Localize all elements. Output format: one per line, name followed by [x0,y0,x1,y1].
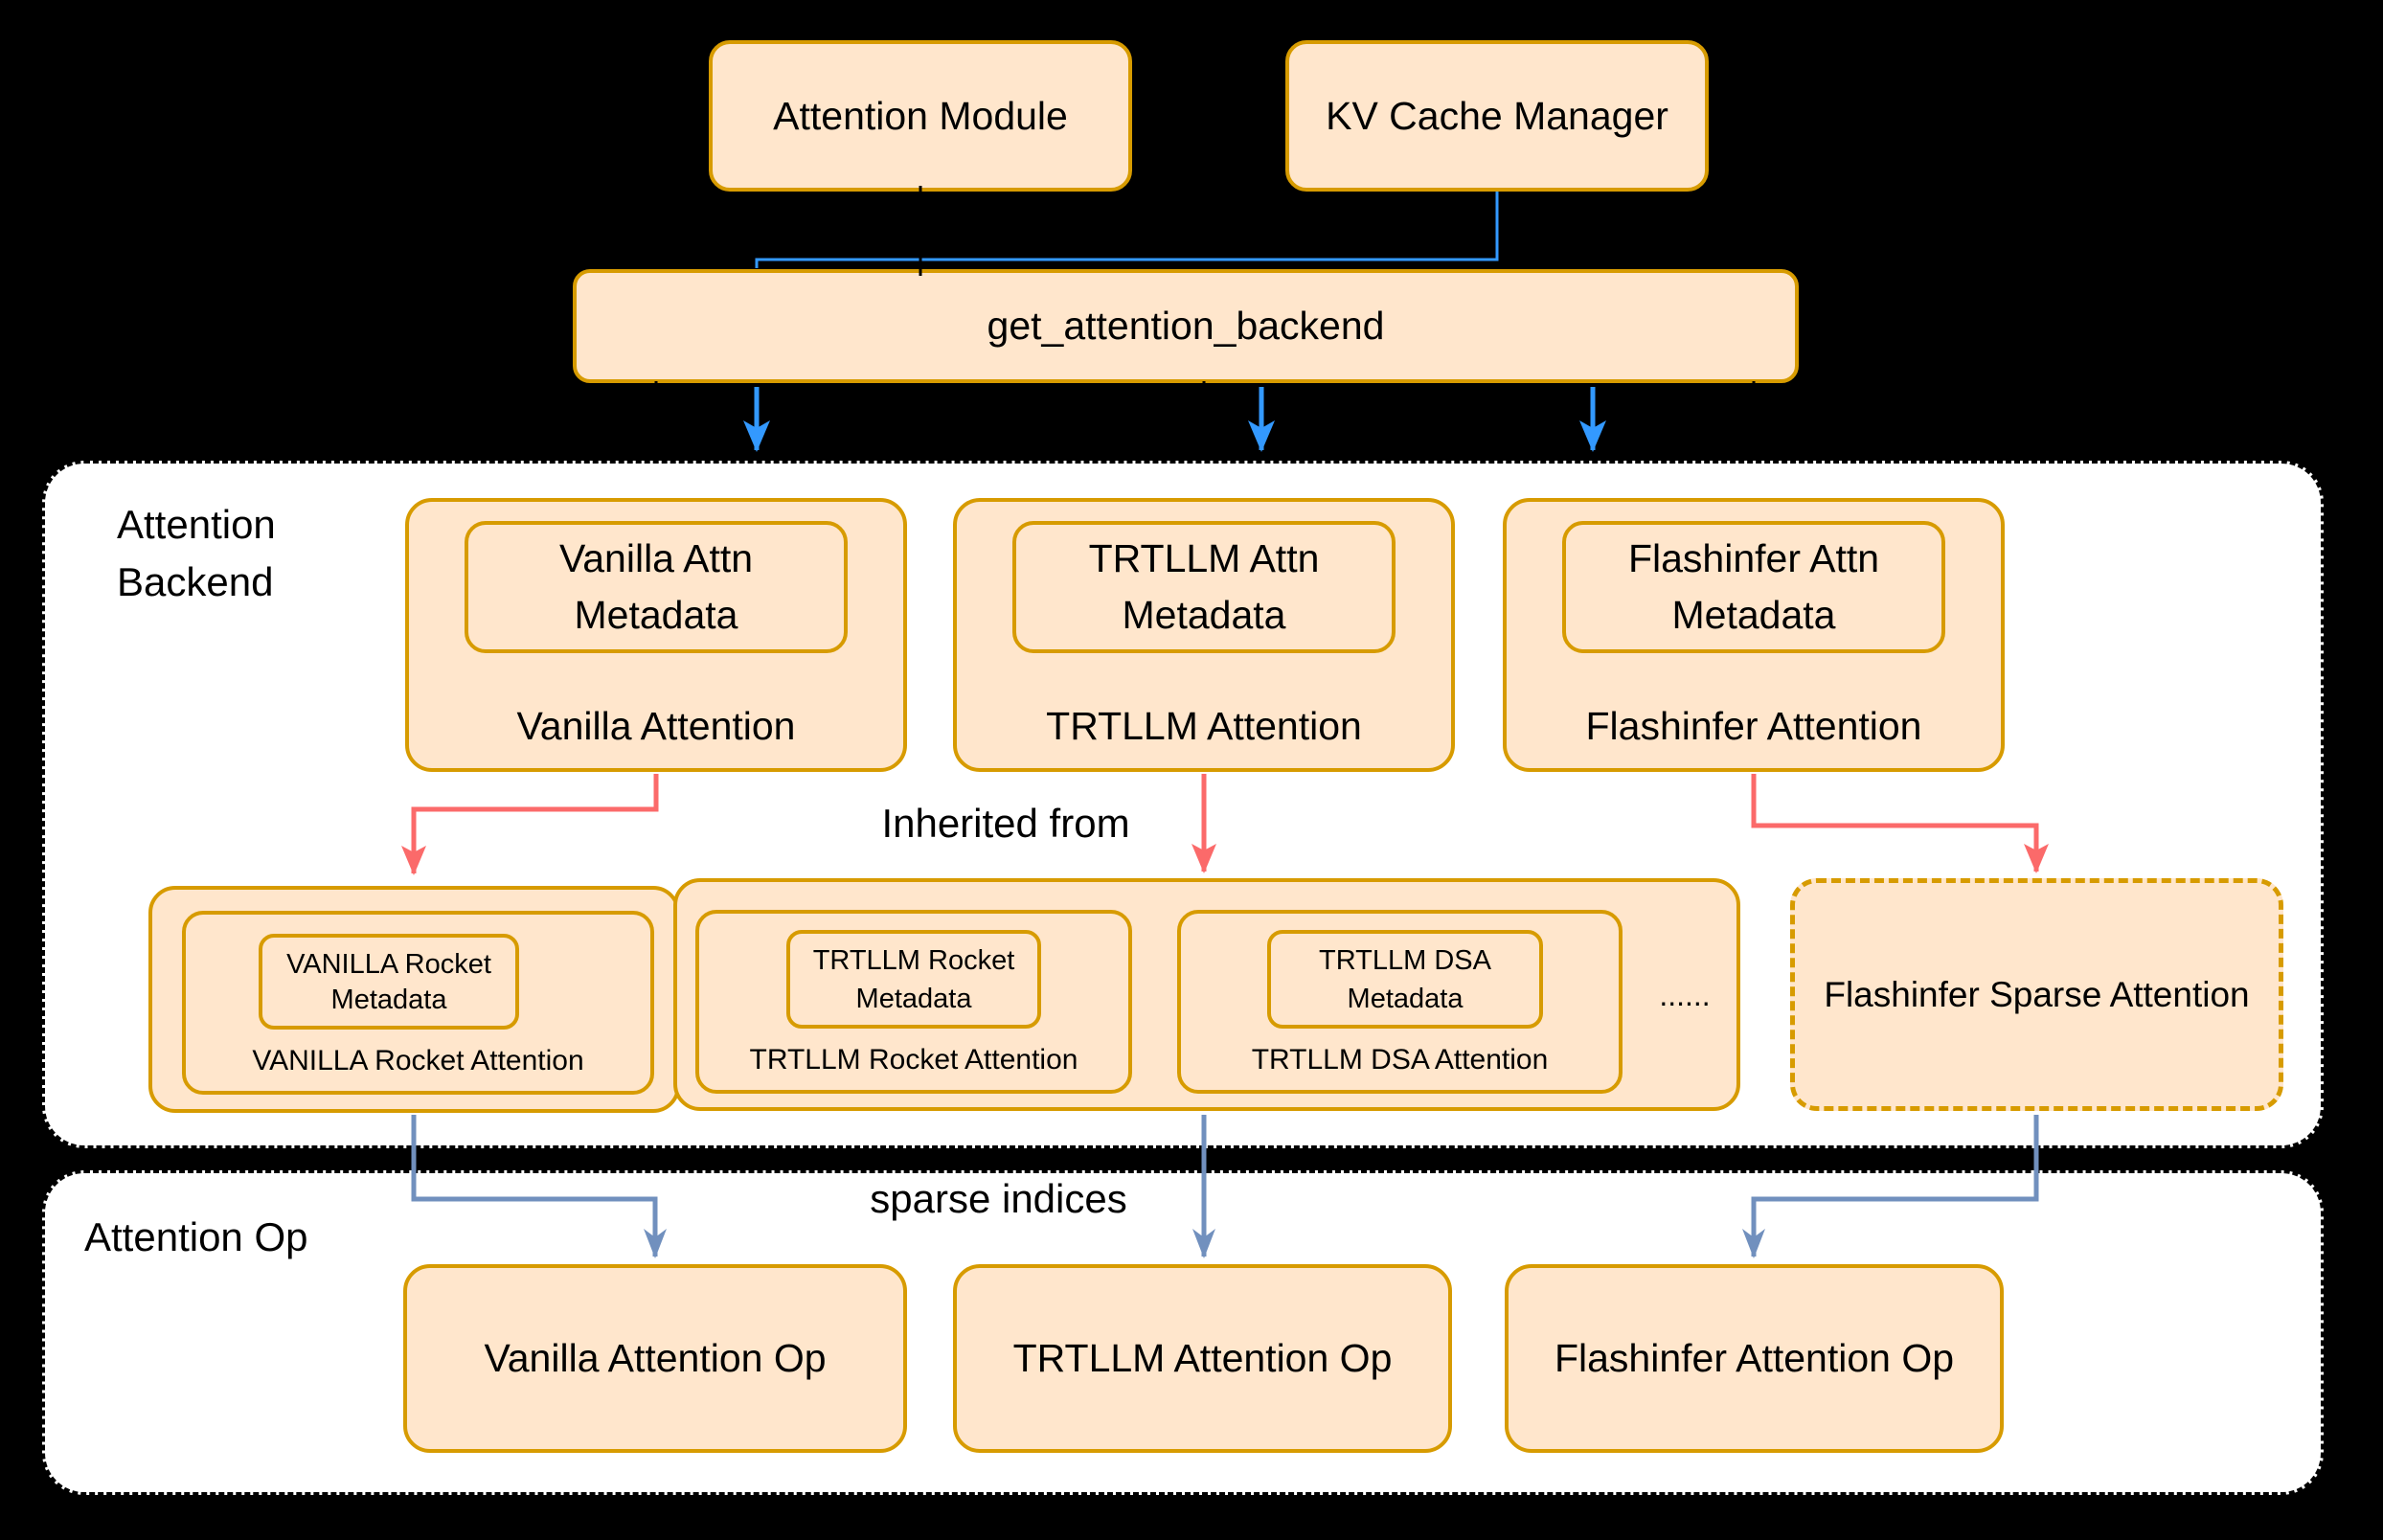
flashinfer-attention-op-label: Flashinfer Attention Op [1554,1336,1955,1380]
trtllm-dsa-metadata-bottom: Metadata [1347,984,1464,1014]
op-section-title: Attention Op [84,1214,308,1259]
attention-module-label: Attention Module [773,93,1068,138]
vanilla-attention-label: Vanilla Attention [516,704,796,748]
flashinfer-sparse-attention-label: Flashinfer Sparse Attention [1824,974,2250,1014]
kv-cache-manager-node: KV Cache Manager [1285,40,1709,192]
more-variants-ellipsis: ...... [1659,978,1711,1012]
vanilla-rocket-attention-label: VANILLA Rocket Attention [252,1045,584,1076]
trtllm-dsa-attention-node: TRTLLM DSA Metadata TRTLLM DSA Attention [1177,910,1623,1094]
trtllm-attention-node: TRTLLM Attn Metadata TRTLLM Attention [953,498,1455,772]
flashinfer-attn-metadata-label: Flashinfer Attn Metadata [1627,535,1880,637]
vanilla-attn-metadata-label: Vanilla Attn Metadata [558,535,754,637]
attention-module-node: Attention Module [709,40,1132,192]
sparse-indices-label: sparse indices [870,1176,1127,1221]
trtllm-rocket-attention-node: TRTLLM Rocket Metadata TRTLLM Rocket Att… [695,910,1132,1094]
trtllm-rocket-attention-label: TRTLLM Rocket Attention [749,1044,1078,1076]
backend-section-title: Attention Backend [117,502,276,604]
vanilla-attention-op-label: Vanilla Attention Op [484,1336,827,1380]
flashinfer-attention-label: Flashinfer Attention [1585,704,1922,748]
trtllm-dsa-attention-label: TRTLLM DSA Attention [1251,1044,1549,1076]
vanilla-rocket-metadata-node: VANILLA Rocket Metadata [259,934,519,1030]
vanilla-rocket-metadata-bottom: Metadata [330,985,447,1015]
trtllm-attn-metadata-node: TRTLLM Attn Metadata [1012,521,1396,653]
vanilla-attention-node: Vanilla Attn Metadata Vanilla Attention [405,498,907,772]
vanilla-attention-op-node: Vanilla Attention Op [403,1264,907,1453]
trtllm-dsa-metadata-top: TRTLLM DSA [1319,945,1491,976]
inherited-from-label: Inherited from [881,801,1130,846]
flashinfer-sparse-attention-node: Flashinfer Sparse Attention [1790,878,2283,1111]
get-attention-backend-label: get_attention_backend [987,304,1385,348]
vanilla-rocket-group: VANILLA Rocket Metadata VANILLA Rocket A… [148,886,680,1113]
flashinfer-attn-metadata-node: Flashinfer Attn Metadata [1562,521,1945,653]
flashinfer-attention-node: Flashinfer Attn Metadata Flashinfer Atte… [1503,498,2005,772]
trtllm-variants-group: TRTLLM Rocket Metadata TRTLLM Rocket Att… [673,878,1740,1111]
vanilla-rocket-attention-node: VANILLA Rocket Metadata VANILLA Rocket A… [182,911,654,1095]
flashinfer-attention-op-node: Flashinfer Attention Op [1505,1264,2004,1453]
trtllm-rocket-metadata-node: TRTLLM Rocket Metadata [786,930,1041,1029]
trtllm-dsa-metadata-node: TRTLLM DSA Metadata [1267,930,1543,1029]
vanilla-attn-metadata-node: Vanilla Attn Metadata [465,521,848,653]
vanilla-rocket-metadata-top: VANILLA Rocket [286,949,491,980]
trtllm-attention-op-label: TRTLLM Attention Op [1012,1336,1393,1380]
trtllm-rocket-metadata-bottom: Metadata [855,984,972,1014]
kv-to-dispatcher-line [755,192,1499,268]
trtllm-rocket-metadata-top: TRTLLM Rocket [812,945,1015,976]
trtllm-attention-op-node: TRTLLM Attention Op [953,1264,1452,1453]
trtllm-attention-label: TRTLLM Attention [1046,704,1362,748]
trtllm-attn-metadata-label: TRTLLM Attn Metadata [1088,535,1320,637]
get-attention-backend-node: get_attention_backend [573,269,1799,383]
kv-cache-manager-label: KV Cache Manager [1326,93,1668,138]
